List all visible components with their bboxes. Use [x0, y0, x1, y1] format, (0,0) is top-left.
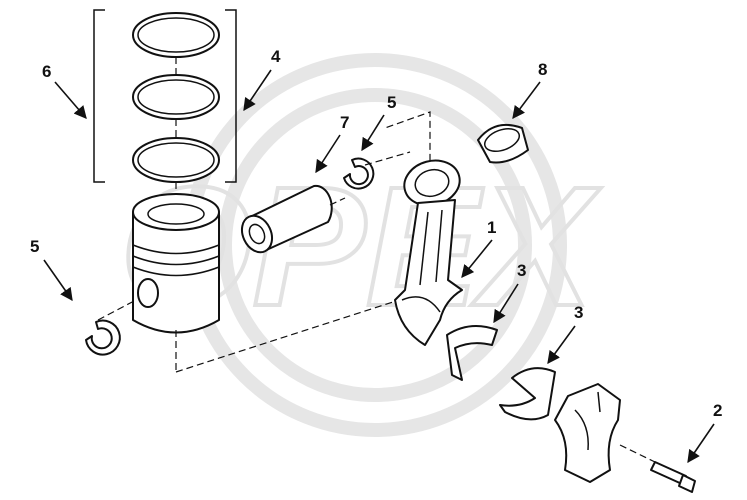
piston-rings: [132, 12, 220, 200]
connecting-rod-cap: [554, 383, 621, 483]
svg-text:5: 5: [30, 237, 39, 256]
callout-5-left: 5: [30, 237, 73, 302]
svg-text:7: 7: [340, 113, 349, 132]
svg-text:8: 8: [538, 60, 547, 79]
svg-text:5: 5: [387, 93, 396, 112]
bearing-shell-upper: [446, 325, 498, 381]
bearing-shell-lower: [499, 367, 556, 421]
piston: [132, 193, 220, 372]
svg-text:6: 6: [42, 62, 51, 81]
retaining-ring-left: [85, 299, 137, 356]
callout-5-top: 5: [361, 93, 396, 152]
callout-3-upper: 3: [493, 261, 526, 324]
connecting-rod-bolt: [619, 444, 696, 493]
svg-text:2: 2: [713, 401, 722, 420]
small-end-bushing: [477, 124, 529, 164]
callout-7: 7: [315, 113, 349, 174]
svg-text:1: 1: [487, 218, 496, 237]
callout-8: 8: [512, 60, 547, 120]
callout-2: 2: [687, 401, 722, 464]
callout-1: 1: [461, 218, 496, 278]
connecting-rod: [394, 159, 463, 346]
svg-text:4: 4: [271, 47, 281, 66]
retaining-ring-right: [343, 157, 375, 190]
svg-text:3: 3: [517, 261, 526, 280]
callout-3-lower: 3: [547, 303, 583, 365]
svg-text:3: 3: [574, 303, 583, 322]
callout-6: 6: [42, 62, 87, 119]
piston-pin: [240, 184, 333, 254]
ring-set-bracket: [93, 9, 237, 183]
callout-4: 4: [243, 47, 281, 112]
